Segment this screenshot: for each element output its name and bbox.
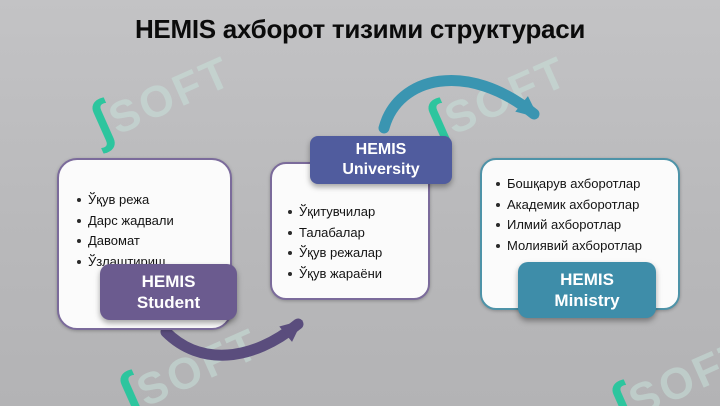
- soft-logo-icon: ∫∫: [109, 367, 136, 406]
- label-line: HEMIS: [141, 271, 196, 291]
- page-title: HEMIS ахборот тизими структураси: [134, 14, 586, 44]
- watermark-text: SOFT: [101, 46, 240, 145]
- label-line: Student: [136, 293, 201, 312]
- list-item: Дарс жадвали: [77, 212, 222, 230]
- label-line: Ministry: [554, 291, 620, 310]
- hemis-ministry-label: HEMIS Ministry: [518, 262, 656, 318]
- hemis-university-label: HEMIS University: [310, 136, 452, 184]
- list-item: Молиявий ахборотлар: [496, 237, 672, 255]
- label-line: HEMIS: [560, 269, 614, 289]
- watermark-text: SOFT: [129, 318, 268, 406]
- list-item: Давомат: [77, 232, 222, 250]
- watermark: ∫∫SOFT: [601, 317, 720, 406]
- watermark-text: SOFT: [621, 328, 720, 406]
- label-line: University: [342, 161, 420, 178]
- label-line: HEMIS: [355, 141, 407, 158]
- watermark-text: SOFT: [437, 46, 576, 145]
- watermark: ∫∫SOFT: [81, 35, 241, 154]
- arrow-university-to-ministry-icon: [378, 75, 540, 134]
- university-feature-list: Ўқитувчилар Талабалар Ўқув режалар Ўқув …: [272, 164, 428, 282]
- ministry-feature-list: Бошқарув ахборотлар Академик ахборотлар …: [482, 160, 678, 254]
- student-feature-list: Ўқув режа Дарс жадвали Давомат Ўзлаштири…: [59, 160, 230, 270]
- hemis-student-label: HEMIS Student: [100, 264, 237, 320]
- soft-logo-icon: ∫∫: [601, 377, 627, 406]
- card-university: Ўқитувчилар Талабалар Ўқув режалар Ўқув …: [270, 162, 430, 300]
- list-item: Ўқув жараёни: [288, 265, 422, 283]
- list-item: Ўқитувчилар: [288, 203, 422, 221]
- list-item: Бошқарув ахборотлар: [496, 175, 672, 193]
- list-item: Талабалар: [288, 224, 422, 242]
- list-item: Ўқув режалар: [288, 244, 422, 262]
- list-item: Ўқув режа: [77, 191, 222, 209]
- soft-logo-icon: ∫∫: [81, 95, 108, 153]
- list-item: Академик ахборотлар: [496, 196, 672, 214]
- list-item: Илмий ахборотлар: [496, 216, 672, 234]
